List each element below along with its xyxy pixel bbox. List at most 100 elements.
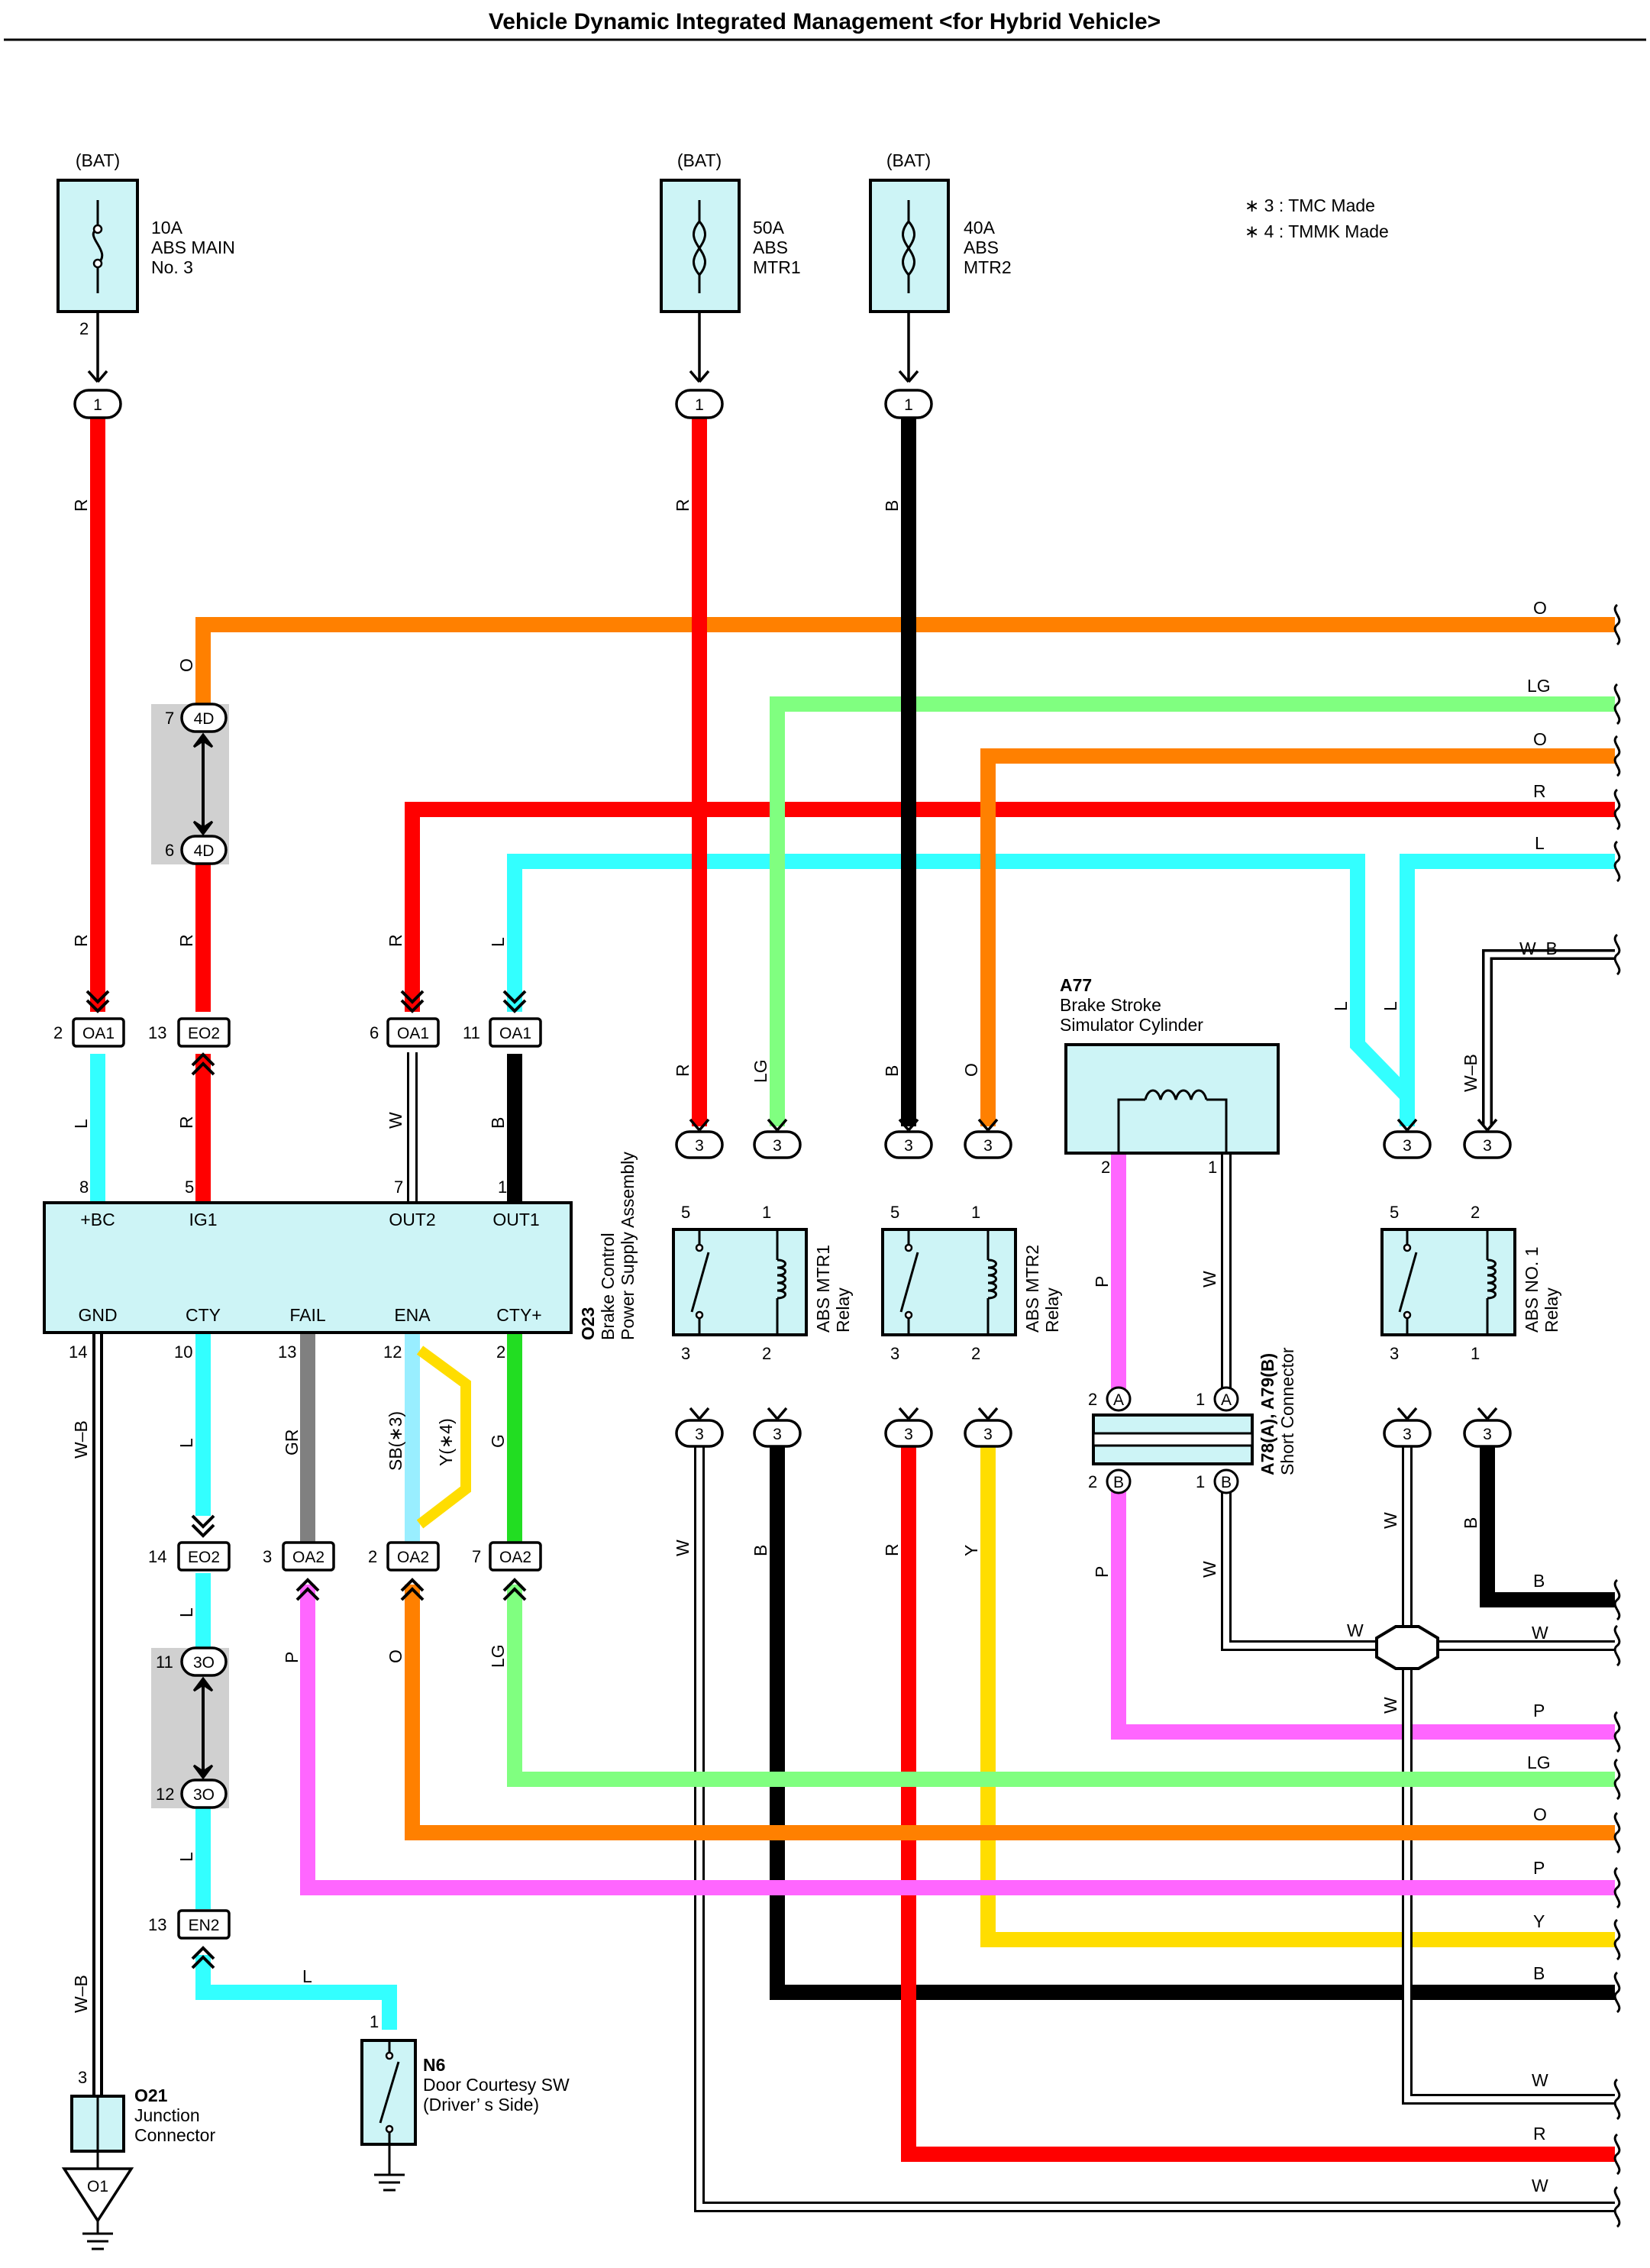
edge-wave: [1613, 2078, 1621, 2121]
connector-oa1-2: [72, 1017, 125, 1048]
relay-pill-arrow: [767, 1118, 788, 1132]
lbl-r-6: R: [673, 499, 693, 512]
junction-4d: 4D 7 4D 6: [165, 703, 228, 865]
lbl-l-3: L: [1331, 1001, 1351, 1011]
lbl-l-1: L: [71, 1119, 91, 1129]
fuse-3-icon: [902, 200, 915, 293]
lbl-p-1: P: [1092, 1276, 1112, 1287]
lbl-l-5: L: [176, 1438, 196, 1448]
lbl-wb-3: W–B: [71, 1975, 91, 2013]
lbl-lg-1: LG: [751, 1059, 770, 1083]
ecu-box: [43, 1201, 573, 1334]
relay-1-pin-bl: 3: [681, 1344, 690, 1363]
a77-code: A77: [1060, 975, 1092, 995]
relay-pill-arrow: [1397, 1407, 1418, 1420]
right-edge-terminators: [1613, 603, 1621, 2228]
connector-eo2-14-label: EO2: [188, 1549, 220, 1566]
short-a-pin2: 2: [1088, 1390, 1097, 1409]
edge-lbl-o-2: O: [1533, 729, 1547, 749]
ecu-pin-bc: 8: [79, 1178, 89, 1197]
relay-pill: [1383, 1419, 1432, 1448]
connector-en2: EN2 13: [148, 1909, 231, 1969]
relay-abs-mtr1: 5 1 3 2 ABS MTR1 Relay: [672, 1203, 853, 1363]
edge-wave: [1613, 2133, 1621, 2176]
wire-p-a77-b: [1111, 1481, 1615, 1740]
splice-octagon: [1375, 1625, 1439, 1670]
wire-o-ena: [405, 1585, 1615, 1840]
fuse-2-icon: [693, 200, 706, 293]
edge-wave: [1613, 1758, 1621, 1801]
ecu-pin-fail: 13: [278, 1342, 296, 1362]
relay-pill-arrow: [1477, 1118, 1498, 1132]
relay-3-pin-tl: 5: [1390, 1203, 1399, 1222]
fuse-2-rating: 50A: [753, 218, 785, 237]
connectors-bottom-row: EO2 14 OA2 3 OA2 2 OA2 7: [148, 1514, 542, 1601]
o21-name-2: Connector: [134, 2125, 215, 2145]
relay-2-pin-tr: 1: [971, 1203, 980, 1222]
connector-oa2-3: [282, 1541, 335, 1572]
edge-wave: [1613, 788, 1621, 831]
lbl-b-4: B: [1461, 1517, 1480, 1529]
connector-oa2-2: [386, 1541, 440, 1572]
o21-pin: 3: [78, 2068, 87, 2087]
lbl-r-8: R: [882, 1543, 902, 1556]
lbl-r-4: R: [176, 1116, 196, 1129]
wire-lg-ctyp: [507, 1585, 1615, 1787]
wire-w-mtr1-i: [696, 1442, 1615, 2210]
edge-lbl-r-2: R: [1533, 2124, 1546, 2144]
lbl-l-2: L: [488, 937, 508, 947]
ecu-name-2: Power Supply Assembly: [618, 1152, 638, 1340]
wire-y-mtr2: [980, 1442, 1615, 1947]
fuse-abs-mtr2: (BAT) 40A ABS MTR2: [869, 150, 1012, 382]
wire-lg-mtr1: [770, 696, 1615, 1126]
door-courtesy-switch-n6: 1 N6 Door Courtesy SW (Driver’ s Side): [360, 2012, 570, 2192]
n6-pin: 1: [370, 2012, 379, 2031]
ecu-pin-ena: 12: [383, 1342, 402, 1362]
connector-oa1-11-pin: 11: [463, 1023, 480, 1042]
edge-wave: [1613, 683, 1621, 725]
relay-2-suffix: Relay: [1042, 1287, 1062, 1333]
a77-name-1: Brake Stroke: [1060, 995, 1161, 1015]
relay-pill: [964, 1130, 1012, 1159]
wires: [90, 417, 1615, 2212]
a77-pin-1: 1: [1208, 1158, 1217, 1177]
edge-lbl-o-1: O: [1533, 598, 1547, 618]
relay-1-pin-tr: 1: [762, 1203, 771, 1222]
lbl-w-5: W: [1380, 1697, 1400, 1714]
fuse-2-bat-label: (BAT): [677, 150, 722, 170]
lbl-wb-2: W–B: [71, 1420, 91, 1459]
edge-lbl-l-1: L: [1535, 833, 1545, 853]
connector-oa1-6-pin: 6: [370, 1023, 379, 1042]
note-tmmk: ∗ 4 : TMMK Made: [1245, 221, 1389, 241]
ecu-pin-cty: 10: [174, 1342, 192, 1362]
relay-pill-label: 3: [904, 1137, 913, 1155]
connector-oa2-3-label: OA2: [292, 1549, 325, 1566]
junction-3o-bot-label: 3O: [193, 1786, 215, 1804]
relay-pill: [753, 1130, 802, 1159]
relay-pill-label: 3: [983, 1426, 993, 1443]
n6-code: N6: [423, 2055, 445, 2075]
relay-pill: [884, 1130, 933, 1159]
fuse-1-bat-label: (BAT): [76, 150, 120, 170]
ecu-term-cty: CTY: [186, 1305, 221, 1325]
lbl-p-3: P: [282, 1652, 302, 1663]
a77-pin-2: 2: [1101, 1158, 1110, 1177]
junction-3o-bot-pin: 12: [156, 1785, 174, 1804]
connector-oa2-7-label: OA2: [499, 1549, 531, 1566]
connector-oa1-6: [386, 1017, 440, 1048]
relay-1-name: ABS MTR1: [813, 1245, 833, 1333]
lbl-b-2: B: [882, 500, 902, 512]
fuse-3-bat-label: (BAT): [886, 150, 931, 170]
relay-pill-label: 3: [1483, 1137, 1492, 1155]
connector-oa2-2-pin: 2: [368, 1547, 377, 1566]
fuse-2-pin-label: 1: [695, 396, 704, 414]
ecu-term-out2: OUT2: [389, 1210, 435, 1229]
edge-lbl-w-2: W: [1532, 2070, 1548, 2090]
junction-3o-top-label: 3O: [193, 1654, 215, 1672]
edge-wave: [1613, 1866, 1621, 1909]
lbl-lg-2: LG: [488, 1644, 508, 1668]
lbl-w-2: W: [1200, 1271, 1219, 1287]
lbl-r-1: R: [71, 499, 91, 512]
lbl-o-3: O: [386, 1649, 405, 1663]
edge-lbl-y-1: Y: [1533, 1911, 1545, 1931]
